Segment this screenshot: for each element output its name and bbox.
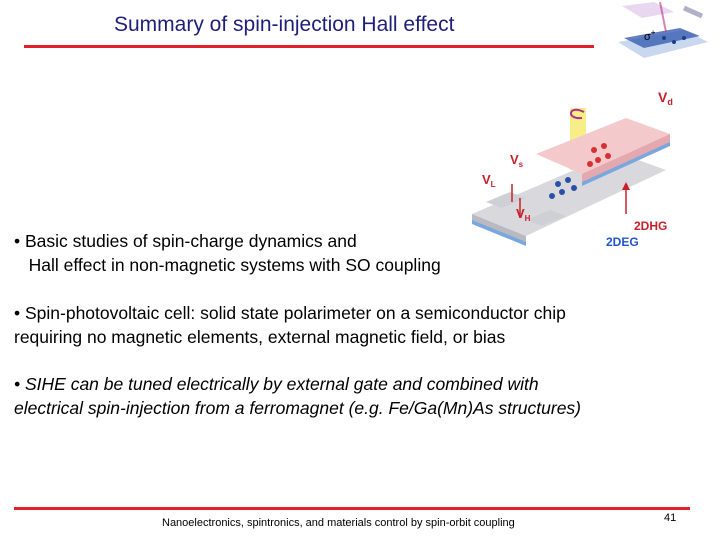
title-divider bbox=[24, 45, 594, 48]
corner-electron bbox=[662, 36, 666, 40]
hole-particle bbox=[587, 161, 593, 167]
hall-bar-arm bbox=[486, 192, 526, 208]
corner-electron bbox=[672, 40, 676, 44]
vl-label: VL bbox=[482, 172, 496, 189]
hole-particle bbox=[601, 143, 607, 149]
hole-particle bbox=[605, 153, 611, 159]
footer-divider bbox=[14, 507, 690, 510]
vs-label: Vs bbox=[510, 152, 524, 169]
slide-title: Summary of spin-injection Hall effect bbox=[114, 13, 455, 36]
bullet-basic-studies: • Basic studies of spin-charge dynamics … bbox=[14, 229, 441, 277]
device-pink-blue-layer bbox=[582, 142, 670, 186]
gate-arrow-head-icon bbox=[622, 182, 630, 190]
2dhg-label: 2DHG bbox=[634, 219, 667, 233]
vh-label: VH bbox=[516, 206, 531, 223]
spin-hall-device-diagram: Vd Vs VL VH 2DHG 2DEG bbox=[472, 90, 673, 249]
page-number: 41 bbox=[664, 512, 677, 524]
bullet-line: • Basic studies of spin-charge dynamics … bbox=[14, 231, 357, 251]
device-pink-side bbox=[582, 134, 670, 184]
bullet-spin-photovoltaic: • Spin-photovoltaic cell: solid state po… bbox=[14, 301, 566, 349]
bullet-line: • Spin-photovoltaic cell: solid state po… bbox=[14, 303, 566, 323]
bullet-sihe-tuning: • SIHE can be tuned electrically by exte… bbox=[14, 372, 581, 420]
hall-bar-arm bbox=[526, 210, 566, 226]
hole-particle bbox=[595, 157, 601, 163]
corner-device-illustration: σ+ bbox=[614, 2, 710, 68]
corner-electron bbox=[682, 36, 686, 40]
footer-text: Nanoelectronics, spintronics, and materi… bbox=[162, 517, 515, 529]
electron-particle bbox=[571, 185, 577, 191]
bullet-line: electrical spin-injection from a ferroma… bbox=[14, 398, 581, 418]
polarization-arrow-icon bbox=[570, 108, 585, 120]
vd-label: Vd bbox=[658, 90, 673, 107]
corner-lens-icon bbox=[682, 5, 704, 19]
bullet-line: • SIHE can be tuned electrically by exte… bbox=[14, 374, 539, 394]
bullet-line: requiring no magnetic elements, external… bbox=[14, 327, 506, 347]
corner-beam bbox=[659, 2, 667, 33]
corner-sigma-label: σ+ bbox=[644, 28, 656, 43]
hole-particle bbox=[591, 147, 597, 153]
electron-particle bbox=[549, 193, 555, 199]
device-blue-layer bbox=[472, 220, 526, 246]
electron-particle bbox=[559, 189, 565, 195]
bullet-line: Hall effect in non-magnetic systems with… bbox=[14, 255, 441, 275]
electron-particle bbox=[565, 177, 571, 183]
electron-particle bbox=[555, 181, 561, 187]
2deg-label: 2DEG bbox=[606, 235, 639, 249]
